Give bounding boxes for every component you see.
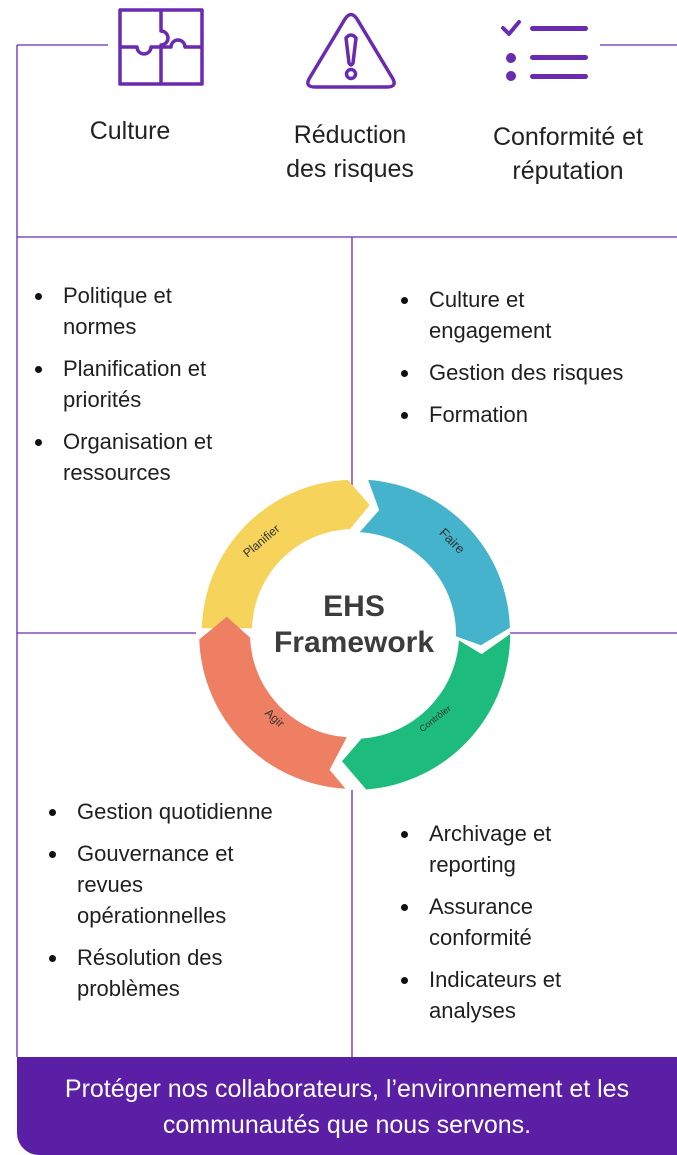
list-item: Résolution des problèmes (46, 942, 267, 1004)
ehs-cycle: EHS Framework Planifier Faire Contrôler … (199, 479, 511, 790)
act-list: Gestion quotidienne Gouvernance et revue… (46, 796, 336, 1015)
mission-banner: Protéger nos collaborateurs, l’environne… (17, 1057, 677, 1155)
list-item: Politique et normes (32, 280, 247, 342)
cycle-center-line1: EHS (323, 590, 385, 623)
list-item: Gouvernance et revues opérationnelles (46, 838, 267, 931)
checklist-icon (501, 20, 588, 81)
cycle-segment-do (353, 479, 510, 646)
list-item: Indicateurs et analyses (398, 964, 613, 1026)
list-item: Organisation et ressources (32, 426, 247, 488)
cycle-segment-act (199, 616, 347, 789)
warning-icon (306, 12, 396, 89)
list-item: Formation (398, 399, 658, 430)
cycle-segment-check (342, 634, 511, 790)
pillar-title-compliance: Conformité et réputation (492, 123, 644, 185)
plan-list: Politique et normes Planification et pri… (32, 280, 247, 499)
list-item: Assurance conformité (398, 891, 613, 953)
check-list: Archivage et reporting Assurance conform… (398, 818, 613, 1037)
list-item: Archivage et reporting (398, 818, 613, 880)
list-item: Culture et engagement (398, 284, 589, 346)
pillar-title-culture: Culture (89, 117, 171, 145)
cycle-center-line2: Framework (274, 626, 434, 659)
do-list: Culture et engagement Gestion des risque… (398, 284, 658, 441)
pillar-title-risk-reduction: Réduction des risques (286, 121, 414, 183)
cycle-segment-plan (201, 479, 370, 629)
mission-text: Protéger nos collaborateurs, l’environne… (64, 1075, 630, 1139)
list-item: Planification et priorités (32, 353, 247, 415)
list-item: Gestion quotidienne (46, 796, 336, 827)
puzzle-icon (118, 8, 204, 86)
cycle-center (252, 532, 456, 736)
list-item: Gestion des risques (398, 357, 658, 388)
